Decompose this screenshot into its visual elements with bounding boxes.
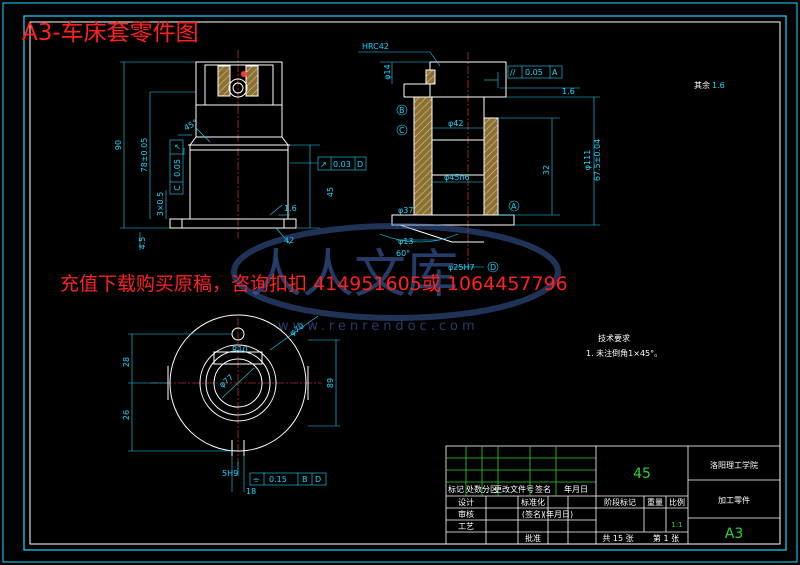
svg-text:26: 26 [122,410,131,420]
svg-text:1.6: 1.6 [562,87,575,96]
svg-text:阶段标记: 阶段标记 [604,497,636,507]
svg-text:φ37: φ37 [398,206,413,215]
dim-3x05: 3×0.5 [156,192,165,217]
section-view: HRC42 φ14 φ42 φ45h6 φ37 φ13 60° φ25H7 φ1… [358,42,725,273]
svg-text:↗: ↗ [173,144,182,151]
svg-text:第 1 张: 第 1 张 [653,533,679,543]
svg-text:B: B [399,106,405,115]
school: 洛阳理工学院 [710,460,758,470]
svg-text:共 15 张: 共 15 张 [602,534,633,543]
svg-text:φ77: φ77 [218,373,236,390]
svg-text:(签名): (签名) [522,509,544,519]
dim-45: 45 [326,187,335,197]
part-name: 加工零件 [718,495,750,505]
svg-text:φ14: φ14 [383,64,392,79]
svg-text:18: 18 [246,487,256,496]
svg-text:↗: ↗ [320,160,327,169]
svg-text:年月日: 年月日 [564,484,588,494]
svg-text:φ45h6: φ45h6 [444,173,470,182]
watermark-cn: 人人文库 [250,245,458,305]
svg-text:R10: R10 [232,345,248,354]
roughness-front: 1.6 [284,204,297,213]
svg-text:C: C [173,185,182,191]
watermark: 人人文库 www.renrendoc.com [231,223,561,334]
svg-text:0.05: 0.05 [173,159,182,177]
svg-text:分区: 分区 [482,485,498,494]
svg-text:67.5±0.04: 67.5±0.04 [593,139,602,181]
drawing-title: A3-车床套零件图 [22,20,199,46]
svg-text:⌯: ⌯ [253,475,260,484]
svg-text:更改文件号: 更改文件号 [494,484,534,494]
tech-heading: 技术要求 [598,333,630,343]
hardness: HRC42 [362,42,389,51]
svg-text:D: D [357,160,363,169]
svg-text:(年月日): (年月日) [543,509,573,519]
promo-text: 充值下载购买原稿，咨询扣扣 414951605或 1064457796 [60,273,568,295]
svg-text:28: 28 [122,357,131,367]
roughness-rest: 其余 [694,80,710,90]
svg-text:32: 32 [542,165,551,175]
watermark-url: www.renrendoc.com [278,319,479,334]
inner-frame [23,15,787,551]
svg-text:处数: 处数 [466,484,482,494]
svg-text:审核: 审核 [458,509,474,519]
svg-text:5H9: 5H9 [222,469,238,478]
svg-text:89: 89 [326,378,335,388]
dim-45b: 4.5 [138,237,147,250]
svg-text:1.6: 1.6 [712,81,725,90]
svg-text:重量: 重量 [647,497,663,507]
svg-text:0.15: 0.15 [269,475,287,484]
dim-42: 42 [284,236,294,245]
svg-text:0.05: 0.05 [525,68,543,77]
material: 45 [633,466,651,482]
svg-text:60°: 60° [396,249,410,258]
svg-text:φ25H7: φ25H7 [448,263,475,272]
svg-text:比例: 比例 [669,497,685,507]
svg-text://: // [510,68,516,77]
scale: 1:1 [671,521,682,529]
svg-text:签名: 签名 [535,484,551,494]
svg-text:A: A [511,202,517,211]
svg-text:C: C [399,126,405,135]
title-block: 45 洛阳理工学院 加工零件 A3 阶段标记 重量 比例 1:1 共 15 张 … [445,445,781,545]
svg-text:设计: 设计 [458,497,474,507]
drawing-frame [29,21,781,545]
svg-text:φ42: φ42 [448,119,463,128]
svg-text:批准: 批准 [525,533,541,543]
svg-text:A: A [552,68,558,77]
tech-item-1: 1. 未注倒角1×45°。 [586,348,662,358]
dim-78: 78±0.05 [140,138,149,173]
sheet-size: A3 [725,526,743,542]
front-view: 90 78±0.05 3×0.5 45 4.5 45° 42 1.6 ↗ 0.0… [114,50,367,250]
dim-angle: 45° [183,118,200,133]
svg-text:工艺: 工艺 [458,522,474,531]
svg-text:D: D [315,475,321,484]
dim-90: 90 [114,140,123,150]
top-view: 28 26 89 R10 φ70 φ77 5H9 18 ⌯ 0.15 B D [122,314,340,496]
svg-text:φ111: φ111 [583,150,592,171]
svg-text:φ13: φ13 [398,237,413,246]
svg-text:0.03: 0.03 [333,160,351,169]
svg-text:D: D [490,263,496,272]
svg-text:标记: 标记 [448,484,464,494]
svg-text:B: B [302,475,308,484]
svg-text:标准化: 标准化 [521,497,545,507]
